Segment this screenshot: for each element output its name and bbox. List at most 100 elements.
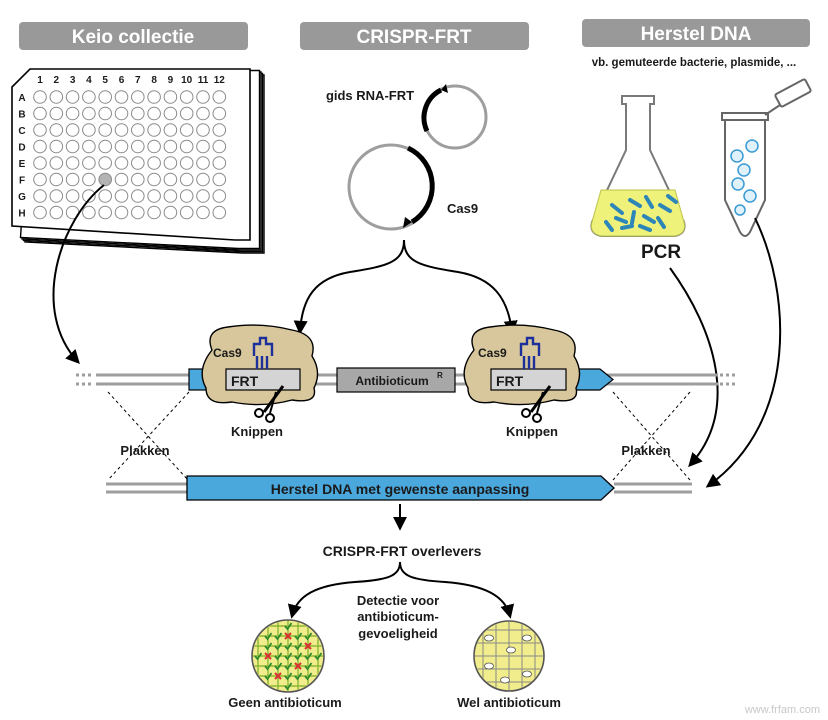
plate-well	[98, 123, 112, 137]
arrow-tube-to-repair	[705, 217, 782, 488]
dish-cross-mark	[284, 632, 292, 640]
dish-right-label: Wel antibioticum	[457, 695, 561, 710]
plate-well	[98, 189, 112, 203]
dish-check-mark	[294, 632, 303, 641]
detection-label-line-2: antibioticum-	[357, 609, 439, 624]
pcr-label: PCR	[641, 242, 681, 263]
plate-well	[131, 172, 145, 187]
flask	[590, 95, 686, 237]
cas9-complex-right: Cas9 FRT Knippen	[463, 324, 581, 439]
genome-locus: Cas9 FRT Knippen Antibioticum R	[76, 324, 736, 481]
plate-well	[163, 106, 178, 121]
plate-column-label: 9	[168, 75, 174, 86]
plate-well	[163, 156, 178, 170]
antibiotic-marker: Antibioticum R	[336, 367, 456, 393]
survivors-label: CRISPR-FRT overlevers	[323, 543, 482, 559]
plate-well	[147, 139, 161, 154]
plate-well	[82, 123, 96, 137]
plate-well	[179, 90, 194, 104]
dish-check-mark	[284, 662, 293, 671]
plate-well	[196, 123, 210, 137]
plate-well	[65, 123, 80, 137]
plate-well	[131, 156, 145, 170]
plate-well	[49, 156, 64, 170]
dish-cross-mark	[294, 662, 302, 670]
frt-label-left: FRT	[231, 373, 259, 389]
dish-check-mark	[264, 632, 273, 641]
repair-bar-label: Herstel DNA met gewenste aanpassing	[271, 481, 530, 497]
crossover-lines	[107, 391, 691, 481]
dish-check-mark	[274, 642, 283, 651]
plate-well	[179, 205, 194, 220]
dish-colony	[484, 662, 494, 670]
plate-row-label: G	[18, 192, 26, 203]
plate-well	[131, 90, 145, 104]
plate-well	[114, 156, 129, 170]
plate-well	[114, 172, 129, 187]
arrow-survivors-stem-right	[399, 561, 515, 619]
plate-well	[179, 123, 194, 137]
petri-dish-with-antibiotic	[473, 620, 545, 692]
plate-column-label: 1	[37, 75, 43, 86]
plate-row-label: E	[19, 159, 26, 170]
plate-well-selected	[98, 172, 112, 187]
plate-well	[179, 156, 194, 170]
header-keio-text: Keio collectie	[72, 27, 195, 48]
plate-well	[147, 156, 161, 170]
plate-well	[163, 139, 178, 154]
plate-well	[65, 90, 80, 104]
header-crispr-text: CRISPR-FRT	[356, 27, 471, 48]
plate-well	[98, 90, 112, 104]
plate-well	[33, 172, 47, 187]
plate-column-label: 10	[181, 75, 193, 86]
plate-column-label: 11	[198, 75, 209, 86]
plate-well	[33, 106, 47, 121]
guide-rna-glyph-left	[252, 336, 274, 369]
plate-well	[196, 156, 210, 170]
plate-well	[98, 139, 112, 154]
paste-label-right: Plakken	[621, 443, 670, 458]
plate-well	[65, 189, 80, 203]
cut-label-right: Knippen	[506, 424, 558, 439]
plate-well	[82, 139, 96, 154]
plate-well	[147, 189, 161, 203]
plate-well	[114, 139, 129, 154]
arrow-pcr-to-repair	[669, 267, 719, 468]
plate-well	[163, 90, 178, 104]
plate-wells	[33, 90, 227, 220]
dish-check-mark	[264, 642, 273, 651]
plate-well	[114, 123, 129, 137]
dish-cross-mark	[304, 642, 312, 650]
plate-well	[212, 172, 227, 187]
plate-well	[65, 172, 80, 187]
arrow-plate-to-locus	[52, 184, 105, 365]
detection-label-line-3: gevoeligheid	[358, 626, 438, 641]
plate-well	[179, 189, 194, 203]
plate-well	[49, 123, 64, 137]
plate-well	[212, 123, 227, 137]
scissors-icon	[521, 385, 552, 423]
plate-well	[179, 172, 194, 187]
plate-well	[114, 90, 129, 104]
plate-row-label: C	[18, 126, 25, 137]
plate-well	[163, 189, 178, 203]
dish-check-mark	[304, 652, 313, 661]
plate-column-label: 2	[54, 75, 60, 86]
plate-column-label: 3	[70, 75, 76, 86]
plate-well	[98, 156, 112, 170]
plate-column-label: 7	[135, 75, 141, 86]
plate-well	[131, 189, 145, 203]
plate-well	[179, 139, 194, 154]
dish-check-mark	[264, 672, 273, 681]
dish-check-mark	[264, 662, 273, 671]
paste-label-left: Plakken	[120, 443, 169, 458]
plate-row-label: F	[19, 176, 25, 187]
dish-colony	[500, 676, 510, 684]
dish-check-mark	[284, 642, 293, 651]
plate-well	[147, 172, 161, 187]
plate-well	[212, 106, 227, 121]
plate-well	[33, 156, 47, 170]
guide-rna-glyph-right	[519, 336, 541, 369]
